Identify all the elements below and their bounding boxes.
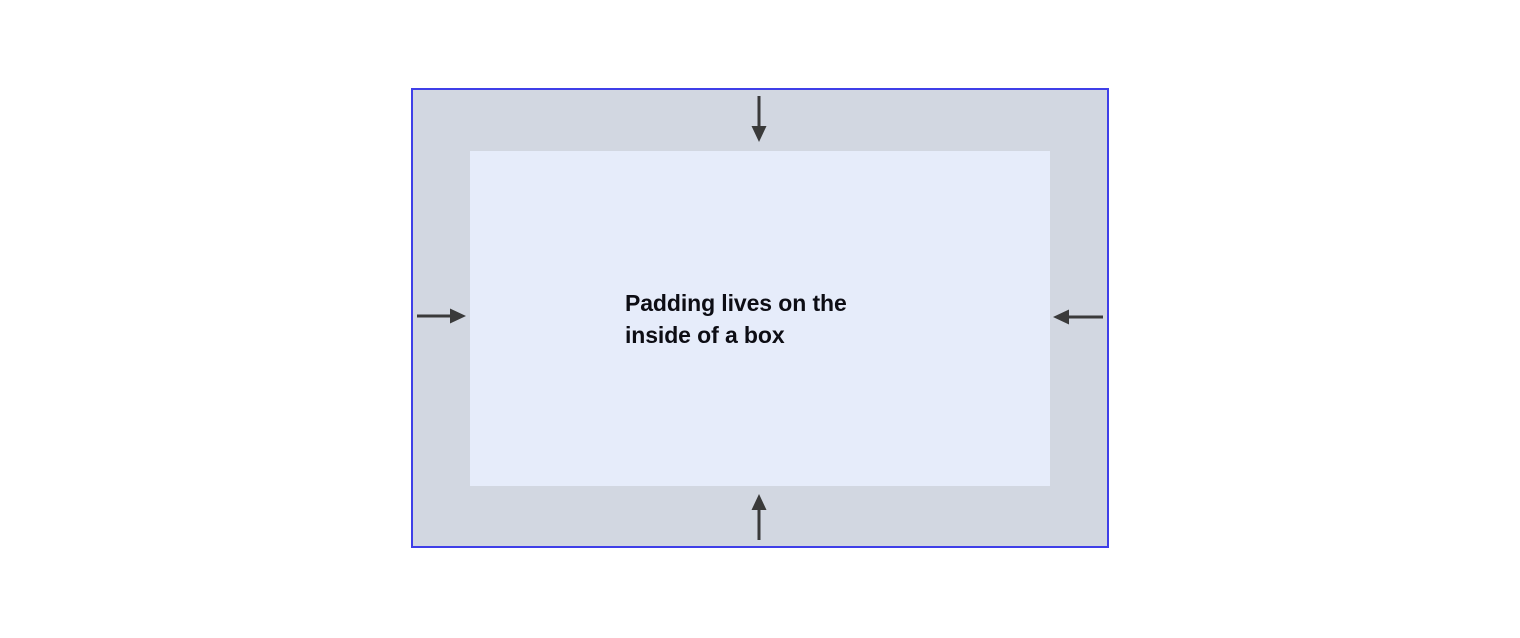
content-box-label: Padding lives on the inside of a box [625,289,847,348]
content-box-inner: Padding lives on the inside of a box [470,151,1050,486]
